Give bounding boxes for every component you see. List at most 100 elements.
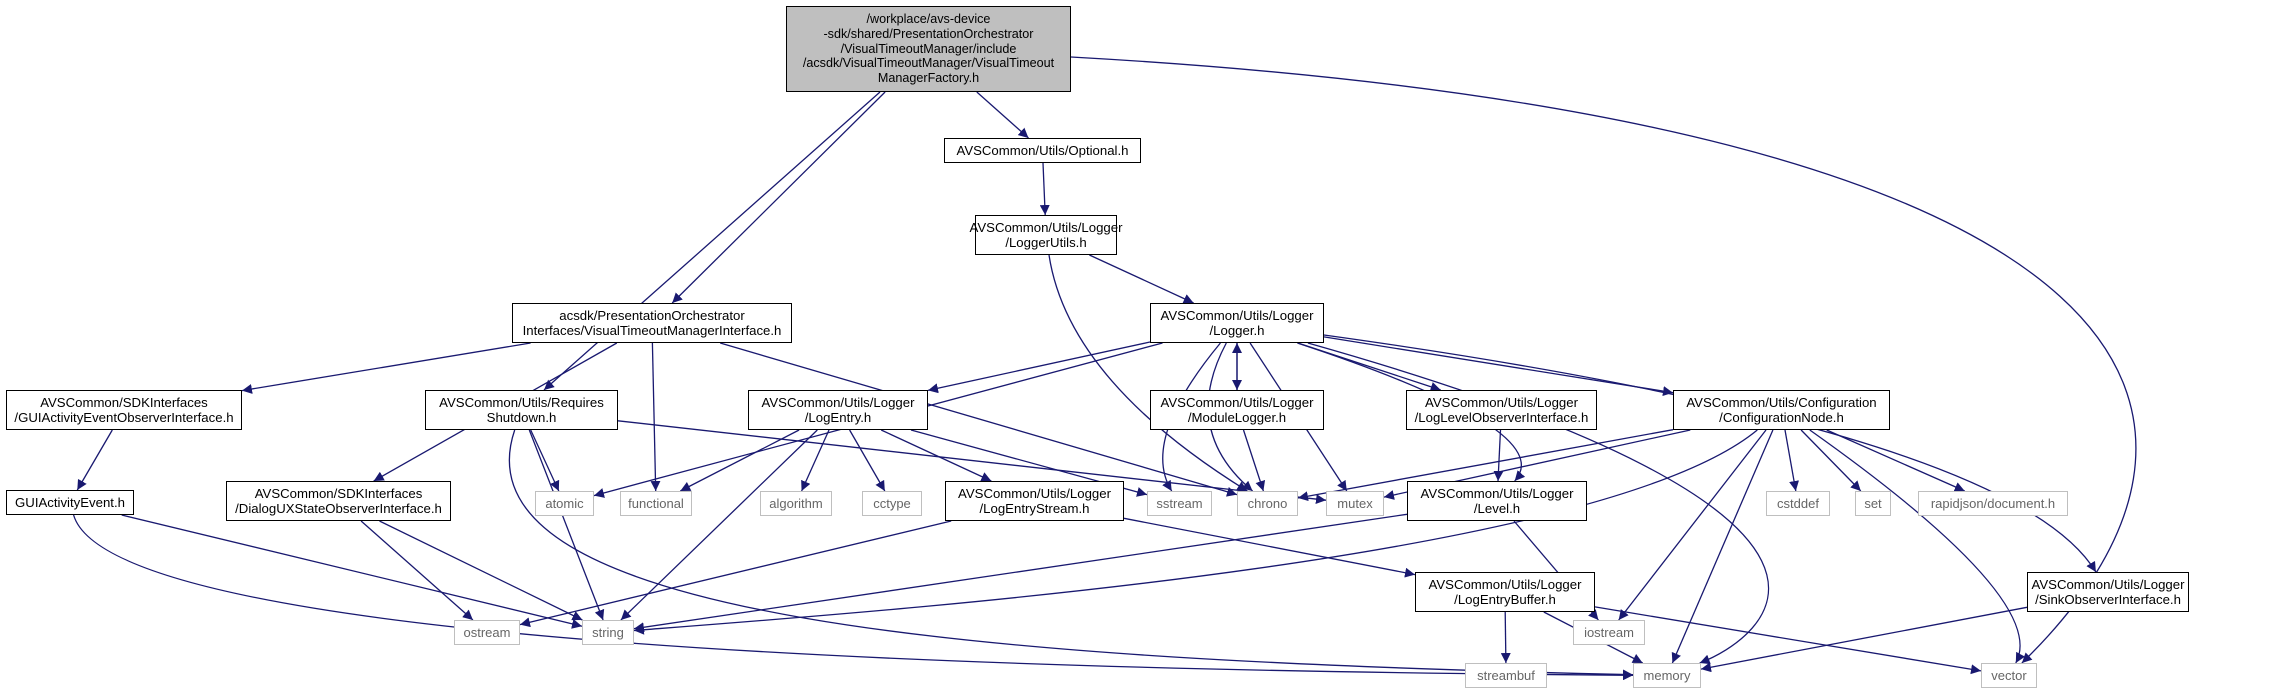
node-string: string — [582, 620, 634, 645]
node-label-line: rapidjson/document.h — [1930, 495, 2056, 511]
edge-logentry-to-functional — [680, 429, 800, 492]
node-label-line: /Level.h — [1473, 501, 1521, 516]
node-logentrystream[interactable]: AVSCommon/Utils/Logger/LogEntryStream.h — [945, 481, 1124, 521]
node-label-line: /Logger.h — [1209, 323, 1265, 338]
edge-logentrystream-to-ostream — [519, 520, 952, 628]
edge-confnode-to-memory — [1671, 429, 1774, 664]
node-dialogux[interactable]: AVSCommon/SDKInterfaces/DialogUXStateObs… — [226, 481, 451, 521]
edge-vtmi-to-functional — [650, 342, 661, 492]
node-guievent[interactable]: GUIActivityEvent.h — [6, 490, 134, 515]
edge-logentry-to-logentrystream — [880, 429, 992, 482]
edge-reqshut-to-memory — [508, 429, 1634, 680]
node-label-line: AVSCommon/Utils/Logger — [1425, 394, 1578, 410]
edge-modlogger-to-chrono — [1242, 429, 1266, 492]
node-logentry[interactable]: AVSCommon/Utils/Logger/LogEntry.h — [748, 390, 928, 430]
edge-optional-to-loggerutils — [1039, 162, 1050, 216]
node-label-line: AVSCommon/Utils/Optional.h — [956, 142, 1129, 158]
edge-logentrystream-to-logentrybuffer — [1123, 517, 1416, 578]
edge-guievent-to-memory — [72, 514, 1634, 681]
edge-confnode-to-chrono — [1297, 429, 1674, 502]
node-label-line: /LogEntryStream.h — [979, 501, 1090, 516]
edge-logentrybuffer-to-streambuf — [1500, 611, 1511, 664]
node-label-line: atomic — [545, 495, 584, 511]
node-optional[interactable]: AVSCommon/Utils/Optional.h — [944, 138, 1141, 163]
edge-reqshut-to-mutex — [617, 420, 1327, 505]
node-level[interactable]: AVSCommon/Utils/Logger/Level.h — [1407, 481, 1587, 521]
node-label-line: vector — [1991, 667, 2027, 683]
node-label-line: cctype — [873, 495, 911, 511]
node-label-line: memory — [1643, 667, 1691, 683]
node-vector: vector — [1981, 663, 2037, 688]
edge-logger-to-sinkobs — [1323, 334, 2097, 573]
node-label-line: streambuf — [1477, 667, 1535, 683]
edge-logentry-to-string — [620, 429, 818, 621]
node-label-line: /SinkObserverInterface.h — [2035, 592, 2181, 607]
edge-logger-to-confnode — [1323, 336, 1674, 397]
node-label-line: AVSCommon/Utils/Logger — [969, 219, 1123, 235]
node-label-line: /VisualTimeoutManager/include — [840, 41, 1017, 56]
node-label-line: ostream — [463, 624, 511, 640]
edge-loggerutils-to-logger — [1089, 254, 1194, 304]
edge-confnode-to-string — [633, 429, 1758, 635]
edge-logentry-to-algorithm — [801, 429, 830, 492]
node-ostream: ostream — [454, 620, 520, 645]
node-set: set — [1855, 491, 1891, 516]
node-label-line: acsdk/PresentationOrchestrator — [559, 307, 745, 323]
node-label-line: /LogEntry.h — [804, 410, 872, 425]
node-root[interactable]: /workplace/avs-device-sdk/shared/Present… — [786, 6, 1071, 92]
node-label-line: /ConfigurationNode.h — [1719, 410, 1844, 425]
node-rapidjson: rapidjson/document.h — [1918, 491, 2068, 516]
node-cstddef: cstddef — [1766, 491, 1830, 516]
node-label-line: /DialogUXStateObserverInterface.h — [235, 501, 442, 516]
edge-dialogux-to-string — [379, 520, 583, 621]
node-label-line: AVSCommon/Utils/Logger — [1420, 485, 1574, 501]
node-label-line: iostream — [1584, 624, 1634, 640]
node-logentrybuffer[interactable]: AVSCommon/Utils/Logger/LogEntryBuffer.h — [1415, 572, 1595, 612]
node-label-line: mutex — [1337, 495, 1373, 511]
node-iostream: iostream — [1573, 620, 1645, 645]
edge-dialogux-to-ostream — [360, 520, 474, 621]
node-confnode[interactable]: AVSCommon/Utils/Configuration/Configurat… — [1673, 390, 1890, 430]
edge-logentry-to-cctype — [849, 429, 886, 492]
node-loggerutils[interactable]: AVSCommon/Utils/Logger/LoggerUtils.h — [970, 215, 1122, 255]
node-label-line: AVSCommon/Utils/Logger — [1160, 394, 1314, 410]
edge-reqshut-to-string — [528, 429, 605, 621]
node-guiobs[interactable]: AVSCommon/SDKInterfaces/GUIActivityEvent… — [6, 390, 242, 430]
edge-root-to-vector — [1070, 56, 2137, 664]
edge-confnode-to-set — [1800, 429, 1862, 492]
node-label-line: GUIActivityEvent.h — [15, 494, 125, 510]
edge-loglevelobs-to-level — [1493, 429, 1504, 482]
edge-confnode-to-iostream — [1618, 429, 1767, 621]
edge-guiobs-to-guievent — [76, 429, 113, 491]
node-label-line: sstream — [1156, 495, 1203, 511]
node-cctype: cctype — [862, 491, 922, 516]
edge-loggerutils-to-chrono — [1048, 254, 1248, 492]
edge-root-to-optional — [976, 91, 1029, 139]
node-label-line: Interfaces/VisualTimeoutManagerInterface… — [522, 323, 782, 338]
node-label-line: /LoggerUtils.h — [1005, 235, 1087, 250]
node-loglevelobs[interactable]: AVSCommon/Utils/Logger/LogLevelObserverI… — [1406, 390, 1597, 430]
node-label-line: AVSCommon/Utils/Logger — [958, 485, 1111, 501]
node-label-line: AVSCommon/Utils/Configuration — [1686, 394, 1877, 410]
node-label-line: Shutdown.h — [486, 410, 557, 425]
node-logger[interactable]: AVSCommon/Utils/Logger/Logger.h — [1150, 303, 1324, 343]
node-label-line: -sdk/shared/PresentationOrchestrator — [823, 26, 1034, 41]
node-label-line: string — [592, 624, 624, 640]
node-label-line: cstddef — [1777, 495, 1819, 511]
node-label-line: functional — [628, 495, 684, 511]
node-modlogger[interactable]: AVSCommon/Utils/Logger/ModuleLogger.h — [1150, 390, 1324, 430]
node-label-line: /acsdk/VisualTimeoutManager/VisualTimeou… — [802, 56, 1055, 71]
node-label-line: ManagerFactory.h — [877, 71, 980, 86]
node-sinkobs[interactable]: AVSCommon/Utils/Logger/SinkObserverInter… — [2027, 572, 2189, 612]
node-label-line: AVSCommon/Utils/Logger — [761, 394, 915, 410]
node-label-line: /GUIActivityEventObserverInterface.h — [14, 410, 234, 425]
edge-confnode-to-cstddef — [1784, 429, 1799, 492]
node-label-line: set — [1864, 495, 1882, 511]
node-label-line: AVSCommon/Utils/Requires — [439, 394, 604, 410]
node-label-line: chrono — [1247, 495, 1288, 511]
node-memory: memory — [1633, 663, 1701, 688]
edge-level-to-string — [633, 513, 1408, 633]
node-label-line: algorithm — [769, 495, 823, 511]
